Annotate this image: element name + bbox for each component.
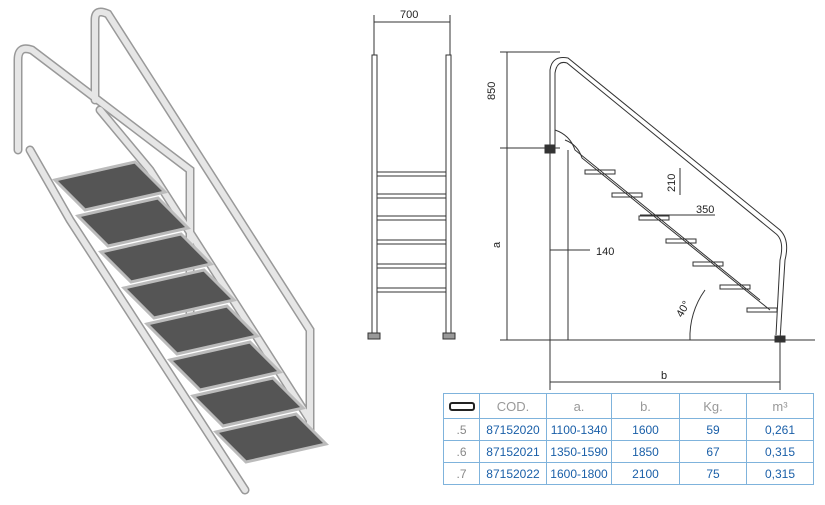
step (144, 304, 260, 356)
rung (376, 239, 447, 245)
side-step (692, 261, 724, 267)
cell-cod: 87152021 (479, 440, 547, 463)
cell-idx: .7 (443, 462, 480, 485)
cell-cod: 87152020 (479, 418, 547, 441)
side-step (719, 284, 751, 290)
header-a: a. (546, 393, 612, 419)
cell-idx: .5 (443, 418, 480, 441)
step (213, 412, 329, 464)
cell-b: 1600 (611, 418, 680, 441)
step (98, 232, 214, 284)
dim-210: 210 (666, 174, 678, 192)
header-kg: Kg. (679, 393, 747, 419)
side-step (665, 238, 697, 244)
side-view (500, 51, 815, 390)
rung (376, 215, 447, 221)
cell-kg: 75 (679, 462, 747, 485)
table-header: COD. a. b. Kg. m³ (443, 393, 814, 419)
step (121, 268, 237, 320)
cell-m3: 0,315 (746, 462, 814, 485)
cell-b: 2100 (611, 462, 680, 485)
rung (376, 193, 447, 199)
side-step (611, 192, 643, 198)
cell-kg: 67 (679, 440, 747, 463)
rung (376, 171, 447, 177)
cell-a: 1100-1340 (546, 418, 612, 441)
header-m3: m³ (746, 393, 814, 419)
cell-idx: .6 (443, 440, 480, 463)
ladder-icon (443, 393, 480, 419)
ladder-3d-render (13, 7, 329, 495)
dim-angle: 40° (674, 299, 693, 319)
side-step (584, 169, 616, 175)
step (75, 196, 191, 248)
dim-140: 140 (596, 246, 614, 258)
cell-kg: 59 (679, 418, 747, 441)
dim-350: 350 (696, 204, 714, 216)
dim-700: 700 (400, 9, 418, 21)
dim-a: a (491, 241, 503, 248)
side-step (638, 215, 670, 221)
cell-cod: 87152022 (479, 462, 547, 485)
step (52, 160, 168, 212)
step (190, 376, 306, 428)
dim-850: 850 (486, 82, 498, 100)
header-b: b. (611, 393, 680, 419)
cell-a: 1600-1800 (546, 462, 612, 485)
dim-b: b (661, 370, 667, 382)
side-step (746, 307, 778, 313)
step (167, 340, 283, 392)
cell-a: 1350-1590 (546, 440, 612, 463)
cell-b: 1850 (611, 440, 680, 463)
front-view (367, 15, 456, 340)
rung (376, 287, 447, 293)
header-cod: COD. (479, 393, 547, 419)
rung (376, 263, 447, 269)
cell-m3: 0,315 (746, 440, 814, 463)
cell-m3: 0,261 (746, 418, 814, 441)
